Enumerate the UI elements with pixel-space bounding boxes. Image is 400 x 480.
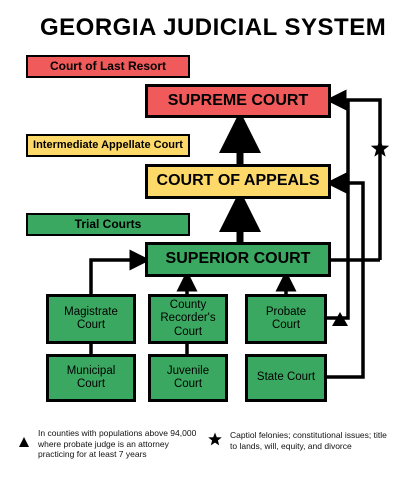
legend-intermediate: Intermediate Appellate Court: [26, 134, 190, 157]
supreme-court-box: SUPREME COURT: [145, 84, 331, 118]
arrow-magistrate-to-superior: [89, 249, 151, 294]
appeals-court-box: COURT OF APPEALS: [145, 164, 331, 199]
juvenile-court-box: Juvenile Court: [148, 354, 228, 402]
line-probate-triangle-route: [327, 100, 350, 320]
legend-last-resort: Court of Last Resort: [26, 55, 190, 78]
line-state-court-route: [325, 172, 365, 379]
legend-trial: Trial Courts: [26, 213, 190, 236]
magistrate-court-box: Magistrate Court: [46, 294, 136, 344]
page-title: GEORGIA JUDICIAL SYSTEM: [40, 14, 387, 41]
state-court-box: State Court: [245, 354, 327, 402]
line-star-route: [325, 89, 382, 260]
star-note: Captiol felonies; constitutional issues;…: [230, 430, 387, 451]
probate-court-box: Probate Court: [245, 294, 327, 344]
triangle-note: In counties with populations above 94,00…: [38, 428, 197, 460]
triangle-marker-icon: [332, 312, 348, 326]
star-marker-icon: [370, 139, 390, 157]
county-recorders-court-box: County Recorder's Court: [148, 294, 228, 344]
star-icon: [208, 432, 222, 446]
municipal-court-box: Municipal Court: [46, 354, 136, 402]
triangle-icon: [19, 437, 29, 447]
superior-court-box: SUPERIOR COURT: [145, 242, 331, 277]
